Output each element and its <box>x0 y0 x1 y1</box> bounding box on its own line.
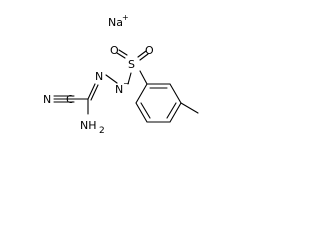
sodium-label: Na <box>108 16 123 29</box>
nitrile-n-label: N <box>43 93 51 106</box>
ring-double-bond-2 <box>166 102 177 119</box>
anion-charge: − <box>123 79 130 88</box>
ring-double-bond-3 <box>140 102 151 119</box>
hydrazone-n2-label: N <box>115 83 123 96</box>
nitrile-c-label: C <box>66 93 74 106</box>
sulfur-ring-bond <box>139 70 148 85</box>
chemical-structure: Na + N C NH 2 N N − S O O <box>43 13 199 136</box>
hydrazone-nn-bond <box>105 74 118 84</box>
amidine-double-bond-1 <box>87 83 96 100</box>
nitrogen-sulfur-bond <box>127 72 132 85</box>
amine-label: NH <box>80 119 97 132</box>
sulfur-oxygen-right-bond-1 <box>137 50 147 58</box>
oxygen-right-label: O <box>145 44 154 57</box>
sulfur-oxygen-right-bond-2 <box>139 53 149 61</box>
sodium-charge: + <box>122 13 129 22</box>
amidine-double-bond-2 <box>90 84 99 101</box>
sulfur-oxygen-left-bond-2 <box>118 49 128 56</box>
hydrazone-n1-label: N <box>95 70 103 83</box>
benzene-ring <box>135 83 182 123</box>
methyl-bond <box>180 102 199 114</box>
sulfur-oxygen-left-bond-1 <box>116 52 126 59</box>
oxygen-left-label: O <box>110 44 119 57</box>
sulfur-label: S <box>128 58 135 71</box>
amine-subscript: 2 <box>99 126 105 136</box>
